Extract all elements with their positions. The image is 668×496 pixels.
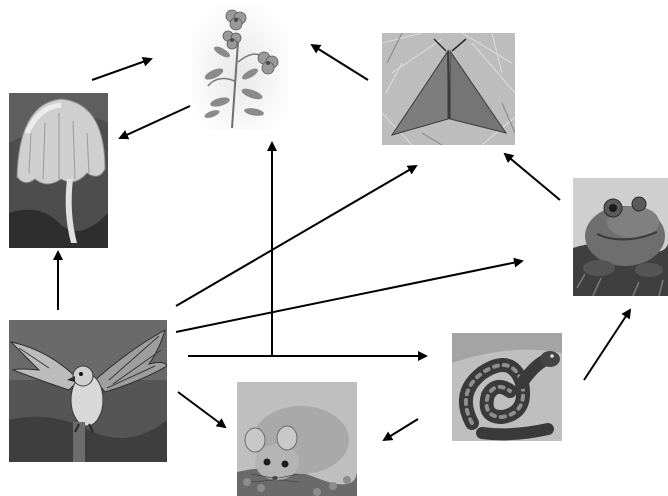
mushroom-icon xyxy=(9,93,108,248)
arrow-snake-to-frog xyxy=(584,310,630,380)
arrow-hawk-to-moth xyxy=(176,166,416,306)
arrow-mushroom-to-flower xyxy=(92,59,151,80)
hawk-icon xyxy=(9,320,167,462)
arrow-hawk-to-mouse xyxy=(178,392,225,427)
arrow-frog-to-moth xyxy=(505,154,560,200)
arrow-moth-to-flower xyxy=(312,45,368,80)
flower-icon xyxy=(192,2,288,130)
frog-icon xyxy=(573,178,668,296)
arrow-flower-to-mushroom xyxy=(120,106,190,138)
arrow-snake-to-mouse xyxy=(384,419,418,440)
mouse-icon xyxy=(237,382,357,496)
arrow-hawk-to-frog xyxy=(176,261,522,332)
snake-icon xyxy=(452,333,562,441)
moth-icon xyxy=(382,33,515,145)
